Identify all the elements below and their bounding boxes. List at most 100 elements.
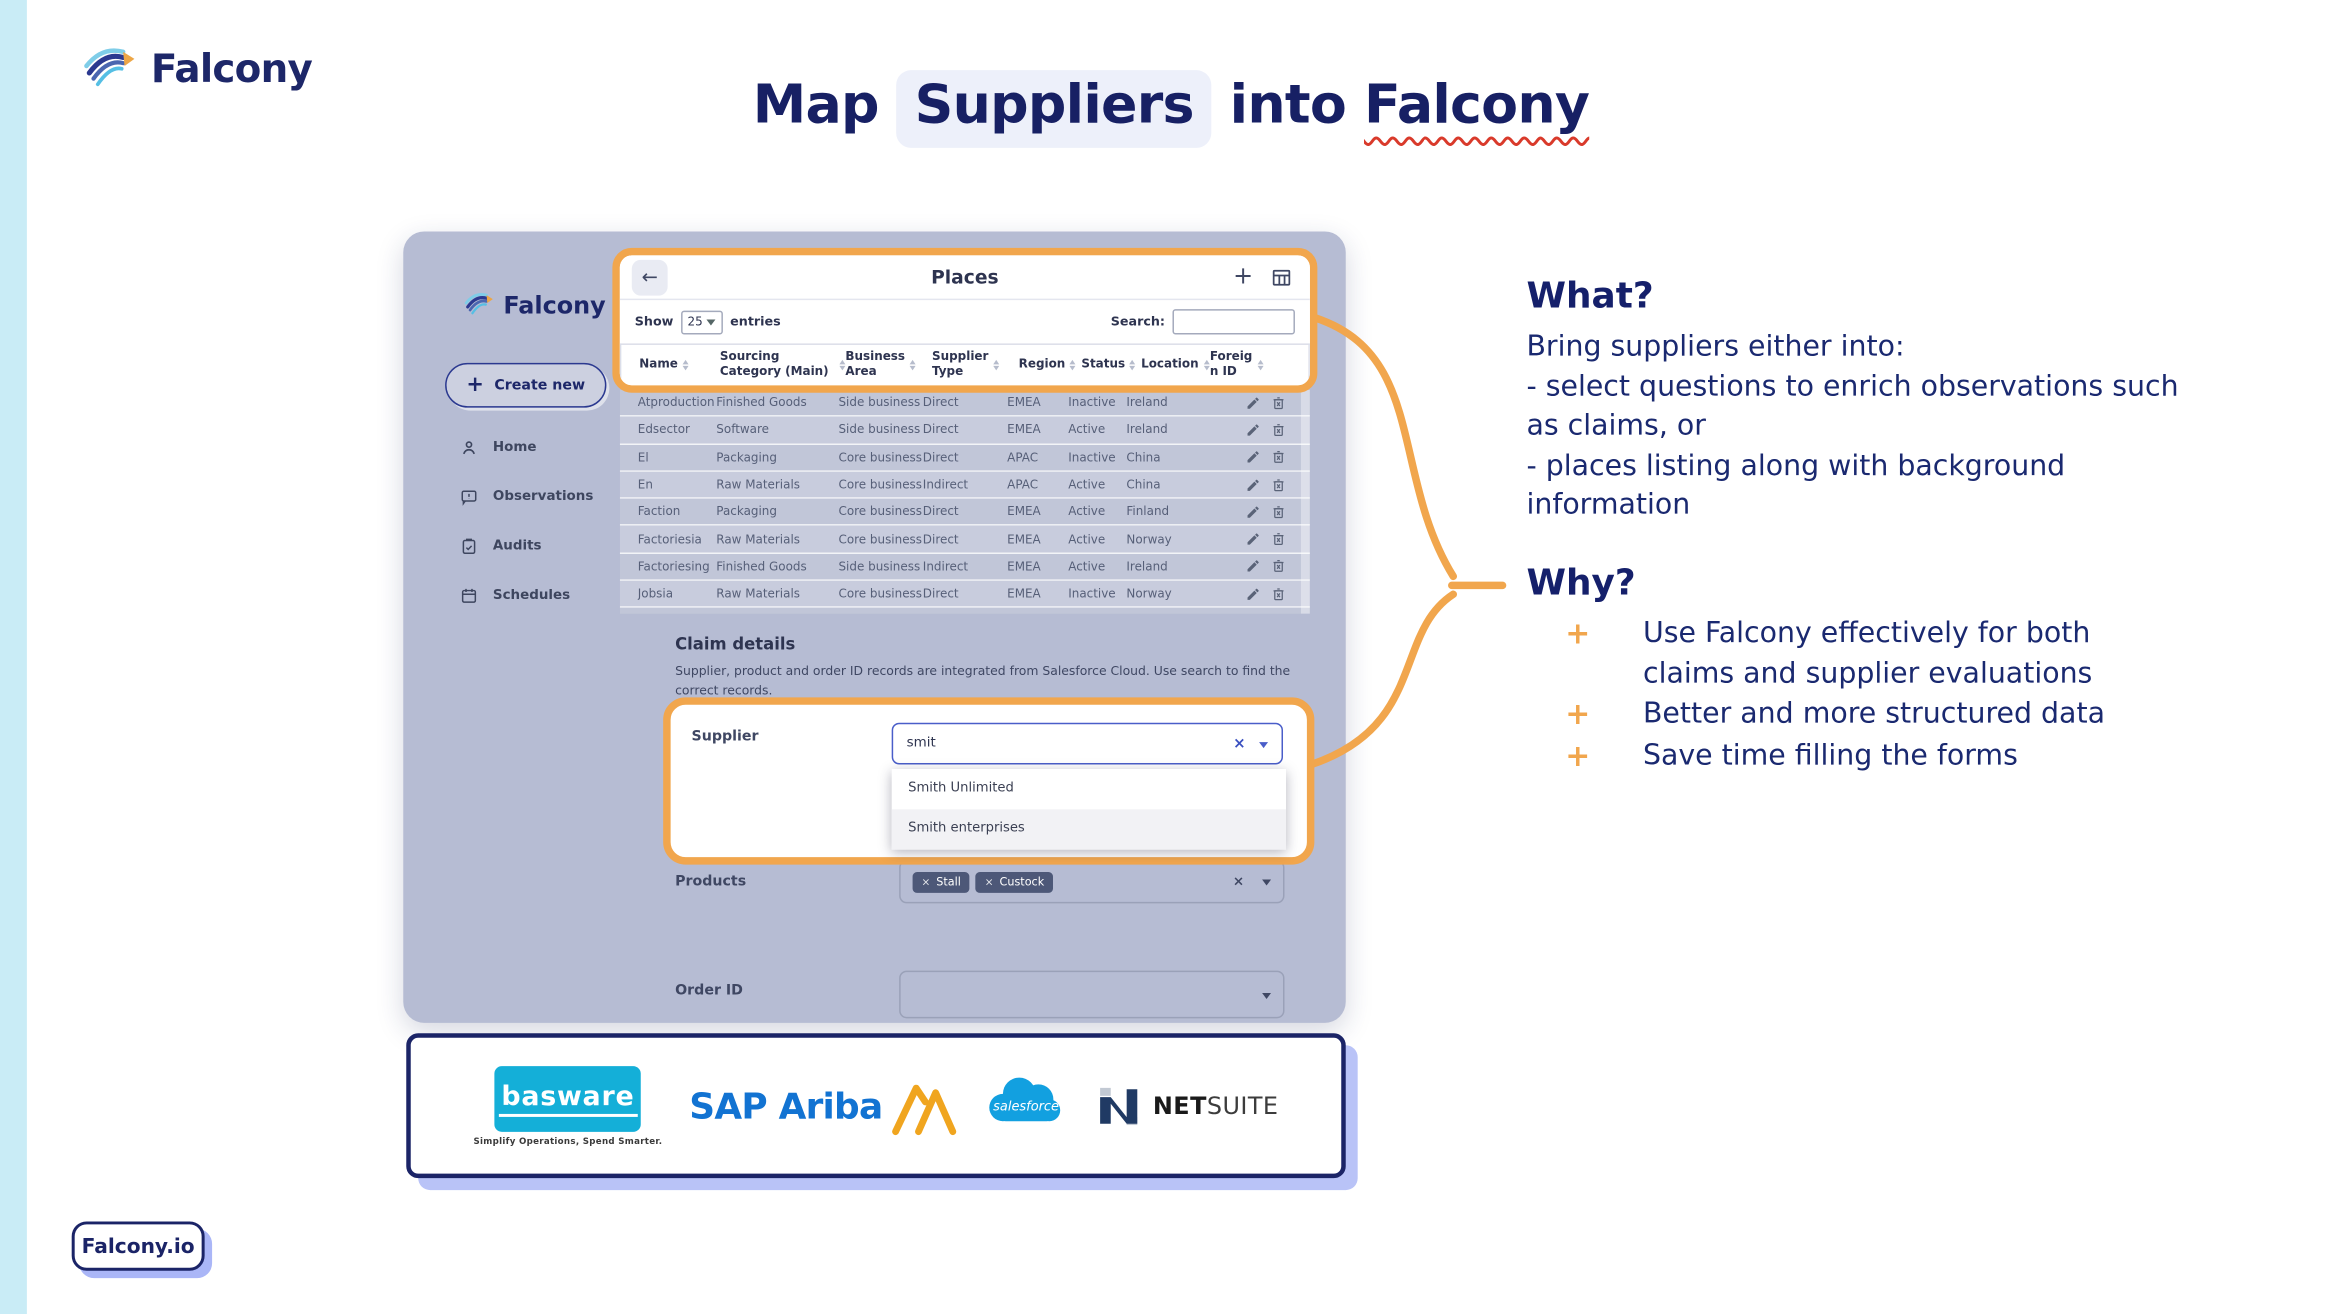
column-header-status[interactable]: Status: [1081, 356, 1141, 372]
delete-trash-icon[interactable]: [1271, 559, 1286, 574]
edit-pencil-icon[interactable]: [1246, 450, 1261, 465]
chevron-down-icon[interactable]: [1262, 879, 1272, 889]
table-row[interactable]: Jobsia Raw Materials Core business Direc…: [619, 580, 1310, 609]
entries-label: entries: [730, 314, 781, 330]
create-new-label: Create new: [494, 377, 586, 394]
cell-sourcing-category: Software: [716, 423, 769, 437]
delete-trash-icon[interactable]: [1271, 532, 1286, 547]
cell-business-area: Side business: [838, 423, 921, 437]
edit-pencil-icon[interactable]: [1246, 504, 1261, 519]
netsuite-logo: NETSUITE: [1095, 1082, 1279, 1130]
column-header-region[interactable]: Region: [1019, 356, 1082, 372]
table-row[interactable]: El Packaging Core business Direct APAC I…: [619, 444, 1310, 472]
table-row[interactable]: Edsector Software Side business Direct E…: [619, 417, 1310, 445]
product-tag-label: Stall: [936, 875, 961, 889]
edit-pencil-icon[interactable]: [1246, 422, 1261, 437]
supplier-suggestions: Smith Unlimited Smith enterprises: [891, 768, 1286, 850]
edit-pencil-icon[interactable]: [1246, 477, 1261, 492]
sidebar-item-schedules[interactable]: Schedules: [460, 570, 639, 619]
sidebar-item-observations[interactable]: Observations: [460, 472, 639, 521]
supplier-highlight-box: Supplier × Smith Unlimited Smith enterpr…: [663, 697, 1315, 865]
edit-pencil-icon[interactable]: [1246, 395, 1261, 410]
edit-pencil-icon[interactable]: [1246, 586, 1261, 601]
sort-icon[interactable]: [1257, 356, 1264, 372]
delete-trash-icon[interactable]: [1271, 586, 1286, 601]
clear-icon[interactable]: ×: [1232, 874, 1245, 890]
delete-trash-icon[interactable]: [1271, 504, 1286, 519]
table-view-icon[interactable]: [1271, 267, 1292, 288]
delete-trash-icon[interactable]: [1271, 422, 1286, 437]
sort-icon[interactable]: [682, 356, 689, 372]
product-tag-chip[interactable]: × Custock: [975, 871, 1054, 893]
remove-tag-icon[interactable]: ×: [921, 875, 931, 888]
products-label: Products: [675, 873, 747, 890]
table-row[interactable]: Faction Packaging Core business Direct E…: [619, 499, 1310, 527]
order-id-label: Order ID: [675, 982, 743, 999]
delete-trash-icon[interactable]: [1271, 395, 1286, 410]
sort-icon[interactable]: [993, 356, 1000, 372]
back-button[interactable]: ←: [631, 259, 668, 296]
sort-icon[interactable]: [1129, 356, 1136, 372]
products-multiselect[interactable]: × Stall × Custock ×: [899, 860, 1285, 904]
chevron-down-icon[interactable]: [1259, 741, 1269, 751]
create-new-button[interactable]: + Create new: [445, 362, 607, 408]
cell-sourcing-category: Raw Materials: [716, 477, 801, 492]
show-label: Show: [634, 314, 674, 330]
edit-pencil-icon[interactable]: [1246, 532, 1261, 547]
cell-sourcing-category: Finished Goods: [716, 395, 807, 410]
column-header-location[interactable]: Location: [1141, 356, 1210, 372]
product-tag-chip[interactable]: × Stall: [912, 871, 970, 893]
add-place-button[interactable]: +: [1233, 261, 1254, 290]
column-header-business-area[interactable]: Business Area: [845, 350, 932, 379]
what-points: - select questions to enrich observation…: [1526, 367, 2216, 525]
cell-location: Ireland: [1126, 559, 1168, 574]
table-row[interactable]: Atproduction Finished Goods Side busines…: [619, 389, 1310, 418]
sort-icon[interactable]: [1069, 356, 1076, 372]
table-row[interactable]: En Raw Materials Core business Indirect …: [619, 471, 1310, 500]
sidebar-item-label: Audits: [492, 538, 542, 554]
table-row[interactable]: Factoriesing Finished Goods Side busines…: [619, 553, 1310, 581]
cell-name: Factoriesia: [637, 532, 702, 546]
column-header-sourcing-category[interactable]: Sourcing Category (Main): [720, 350, 846, 379]
places-highlight-box: ← Places + Show 25 entries S: [612, 247, 1318, 393]
cell-status: Inactive: [1068, 587, 1116, 601]
chevron-down-icon[interactable]: [1262, 992, 1272, 1002]
suggestion-option[interactable]: Smith enterprises: [891, 809, 1286, 850]
column-header-supplier-type[interactable]: Supplier Type: [932, 350, 1019, 379]
cell-location: China: [1126, 450, 1161, 464]
suggestion-option[interactable]: Smith Unlimited: [908, 780, 1014, 796]
page-size-select[interactable]: 25: [680, 309, 723, 334]
plus-bullet-icon: +: [1565, 736, 1591, 773]
sort-icon[interactable]: [839, 356, 846, 372]
supplier-input[interactable]: [906, 736, 1234, 752]
claim-details-description: Supplier, product and order ID records a…: [675, 662, 1291, 698]
cell-supplier-type: Indirect: [922, 559, 969, 574]
column-header-foreign-id[interactable]: Foreign ID: [1210, 350, 1264, 379]
cell-business-area: Core business: [838, 587, 923, 601]
cell-region: APAC: [1007, 450, 1039, 464]
sort-icon[interactable]: [909, 356, 916, 372]
title-prefix: Map: [752, 74, 897, 136]
column-header-name[interactable]: Name: [639, 356, 720, 372]
sidebar-item-home[interactable]: Home: [460, 423, 639, 472]
clear-icon[interactable]: ×: [1233, 735, 1246, 752]
sidebar-item-audits[interactable]: Audits: [460, 521, 639, 570]
edit-pencil-icon[interactable]: [1246, 559, 1261, 574]
clipboard-check-icon: [462, 537, 476, 554]
cell-business-area: Core business: [838, 505, 923, 519]
table-row[interactable]: Factoriesia Raw Materials Core business …: [619, 526, 1310, 554]
order-id-select[interactable]: [899, 970, 1285, 1019]
sidebar-item-label: Schedules: [492, 587, 571, 603]
what-intro: Bring suppliers either into:: [1526, 329, 1905, 363]
sort-icon[interactable]: [1203, 356, 1210, 372]
search-input[interactable]: [1172, 309, 1295, 335]
supplier-combobox[interactable]: ×: [891, 722, 1284, 765]
cell-business-area: Side business: [838, 395, 921, 410]
places-table-body: Atproduction Finished Goods Side busines…: [619, 389, 1310, 614]
table-row-partial[interactable]: [619, 608, 1310, 614]
delete-trash-icon[interactable]: [1271, 477, 1286, 492]
table-scrollbar[interactable]: [1300, 389, 1310, 614]
delete-trash-icon[interactable]: [1271, 450, 1286, 465]
remove-tag-icon[interactable]: ×: [984, 875, 994, 888]
why-bullet-text: Use Falcony effectively for both claims …: [1642, 616, 2093, 690]
